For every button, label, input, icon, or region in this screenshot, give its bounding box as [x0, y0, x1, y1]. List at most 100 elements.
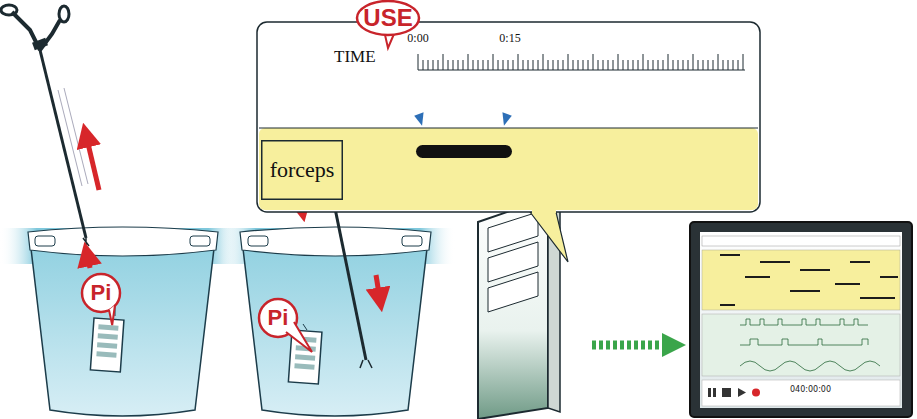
ruler-tick: [418, 54, 419, 70]
speech-bubble: USE: [356, 0, 420, 36]
node-text: Pi: [268, 305, 289, 331]
transfer-arrow: [592, 333, 686, 357]
screen-bar: [850, 261, 870, 263]
label-box-outline: [262, 141, 343, 200]
ruler-tick: [738, 60, 739, 70]
timeline-callout: [257, 22, 760, 262]
ruler-tick: [503, 60, 504, 70]
ruler-tick: [493, 54, 494, 70]
monitor: [690, 222, 912, 417]
ruler-tick: [673, 60, 674, 70]
ruler-tick: [693, 54, 694, 70]
forceps-instrument: [1, 5, 99, 268]
ruler-tick: [488, 60, 489, 70]
screen-bar: [835, 283, 860, 285]
ruler-tick: [628, 60, 629, 70]
ruler-tick: [598, 60, 599, 70]
ruler-tick: [508, 60, 509, 70]
ruler-tick: [468, 54, 469, 70]
ruler-tick: [703, 60, 704, 70]
ruler-tick: [618, 54, 619, 70]
ruler-tick: [458, 60, 459, 70]
screen-bar: [760, 261, 790, 263]
ruler-tick: [638, 60, 639, 70]
ruler-tick: [453, 60, 454, 70]
ruler-tick: [548, 60, 549, 70]
ruler-tick: [563, 60, 564, 70]
node-text: Pi: [91, 280, 112, 306]
ruler-tick: [518, 54, 519, 70]
ruler-tick: [558, 60, 559, 70]
screen-bar: [880, 276, 898, 278]
screen-bar: [800, 269, 830, 271]
ruler-tick: [448, 60, 449, 70]
ruler-tick: [588, 60, 589, 70]
ruler-tick: [698, 60, 699, 70]
screen-bar: [790, 290, 820, 292]
ruler-tick: [528, 60, 529, 70]
ruler-tick: [573, 60, 574, 70]
ruler-tick: [608, 60, 609, 70]
ruler-tick: [743, 54, 744, 70]
ruler-tick: [438, 60, 439, 70]
ruler-tick: [733, 60, 734, 70]
ruler-tick: [718, 54, 719, 70]
callout-tail: [286, 322, 312, 352]
screen-bar: [720, 254, 740, 256]
ruler-tick: [523, 60, 524, 70]
bubble-outline: [357, 1, 419, 35]
ruler-tick: [648, 60, 649, 70]
ruler-tick: [723, 60, 724, 70]
node-text: USE: [363, 4, 412, 32]
ruler-tick: [653, 60, 654, 70]
ruler-tick: [538, 60, 539, 70]
ruler-tick: [543, 54, 544, 70]
timecode-readout: 040:00:00: [790, 386, 831, 395]
ruler-tick: [433, 60, 434, 70]
ruler-tick: [428, 60, 429, 70]
ruler-tick: [713, 60, 714, 70]
time-tick-label: 0:15: [499, 32, 520, 45]
node-text: forceps: [270, 157, 335, 183]
ruler-tick: [633, 60, 634, 70]
ruler-tick: [603, 60, 604, 70]
ruler-tick: [513, 60, 514, 70]
callout-tail: [109, 305, 115, 325]
ruler-tick: [708, 60, 709, 70]
ruler-tick: [443, 54, 444, 70]
ruler-tick: [623, 60, 624, 70]
screen-bar: [720, 304, 735, 306]
ruler-tick: [473, 60, 474, 70]
ruler-tick: [533, 60, 534, 70]
cup: [220, 227, 455, 416]
ruler-tick: [463, 60, 464, 70]
ruler-tick: [643, 54, 644, 70]
pi-callout: Pi: [258, 298, 298, 338]
ruler-tick: [613, 60, 614, 70]
time-tick-label: 0:00: [407, 32, 428, 45]
ruler-tick: [668, 54, 669, 70]
pi-callout: Pi: [81, 273, 121, 313]
screen-bar: [860, 297, 895, 299]
ruler-tick: [568, 54, 569, 70]
ruler-tick: [478, 60, 479, 70]
ruler-tick: [593, 54, 594, 70]
ruler-tick: [663, 60, 664, 70]
ruler-tick: [583, 60, 584, 70]
ruler-tick: [658, 60, 659, 70]
ruler-tick: [483, 60, 484, 70]
track-label-box: forceps: [261, 140, 343, 200]
ruler-tick: [423, 60, 424, 70]
ruler-tick: [498, 60, 499, 70]
ruler-tick: [728, 60, 729, 70]
ruler-tick: [678, 60, 679, 70]
cup: [0, 227, 245, 416]
ruler-tick: [553, 60, 554, 70]
ruler-tick: [683, 60, 684, 70]
ruler-tick: [688, 60, 689, 70]
ruler-tick: [578, 60, 579, 70]
screen-bar: [745, 276, 770, 278]
axis-title: TIME: [334, 48, 376, 67]
